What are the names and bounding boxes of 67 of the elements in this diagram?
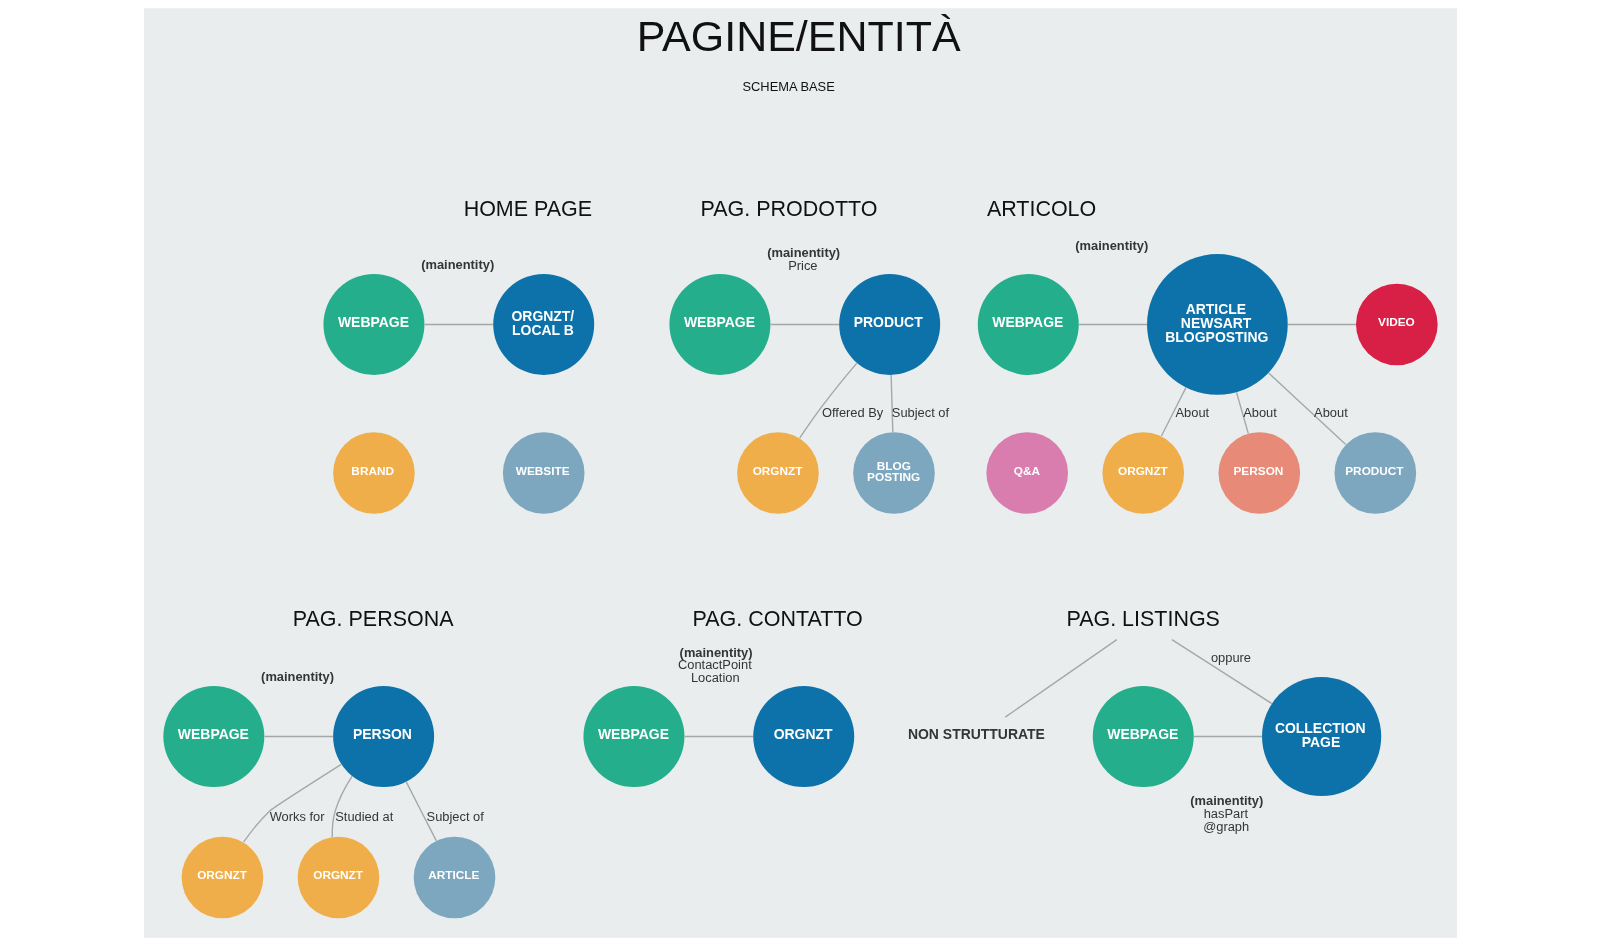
node-label: (mainentity) xyxy=(260,669,334,685)
connector xyxy=(889,374,893,433)
node-label: (mainentity) xyxy=(679,644,753,660)
label: PAG. CONTATTO xyxy=(692,606,863,631)
edge-label: Works for xyxy=(269,809,325,825)
node-circle: ARTICLE xyxy=(413,836,495,919)
node-circle: WEBPAGE xyxy=(582,686,684,787)
node-circle: WEBPAGE xyxy=(977,273,1079,375)
edge-label: Studied at xyxy=(334,809,393,825)
edge-label: About xyxy=(1313,404,1348,420)
node-circle: ORGNZT xyxy=(297,836,379,919)
connector xyxy=(1267,372,1346,445)
node-text: PAG. LISTINGS xyxy=(1065,606,1220,631)
node-circle: Q&A xyxy=(985,432,1068,514)
node-circle: PERSON xyxy=(1217,432,1300,514)
node-circle: PRODUCT xyxy=(1334,432,1416,514)
node-circle: VIDEO xyxy=(1355,283,1438,366)
node-label: @graph xyxy=(1202,818,1249,834)
edge-label: Offered By xyxy=(821,404,883,420)
node-circle: COLLECTION PAGE xyxy=(1261,676,1381,797)
label: PAG. PERSONA xyxy=(292,606,453,631)
node-circle: ORGNZT xyxy=(181,836,263,919)
node-circle: ORGNZT xyxy=(1101,432,1184,514)
node-circle: WEBPAGE xyxy=(162,686,264,787)
connector xyxy=(1004,638,1118,718)
edge-label: About xyxy=(1174,404,1209,420)
node-circle: PERSON xyxy=(332,686,434,787)
connector xyxy=(1160,386,1187,437)
node-text: NON STRUTTURATE xyxy=(907,726,1045,743)
node-label: Location xyxy=(690,670,740,686)
edge-label: Subject of xyxy=(891,404,949,420)
edge-label: oppure xyxy=(1210,649,1251,665)
node-label: (mainentity) xyxy=(1074,237,1148,253)
node-circle: WEBPAGE xyxy=(322,273,424,375)
label: PAG. PRODOTTO xyxy=(700,196,878,221)
node-circle: WEBPAGE xyxy=(668,273,770,375)
node-circle: ORGNZT xyxy=(752,686,854,787)
connector xyxy=(331,775,353,838)
connector xyxy=(405,781,437,842)
connector xyxy=(1286,323,1357,326)
node-circle: ORGNZT/ LOCAL B xyxy=(492,273,594,375)
connector xyxy=(1170,638,1272,705)
label: HOME PAGE xyxy=(463,196,592,221)
diagram-title: PAGINE/ENTITÀ xyxy=(636,12,961,61)
connector xyxy=(1235,391,1249,435)
node-circle: WEBPAGE xyxy=(1092,686,1194,787)
node-circle: BRAND xyxy=(332,432,415,514)
connector xyxy=(1192,735,1263,738)
node-label: (mainentity) xyxy=(766,245,840,261)
node-label: Price xyxy=(787,258,817,274)
node-circle: PRODUCT xyxy=(838,273,940,375)
node-circle: WEBSITE xyxy=(502,432,585,514)
connector xyxy=(769,323,840,326)
label: ARTICOLO xyxy=(986,196,1096,221)
connector xyxy=(263,735,334,738)
node-circle: BLOG POSTING xyxy=(852,432,935,514)
node-circle: ARTICLE NEWSART BLOGPOSTING xyxy=(1146,254,1288,395)
connector xyxy=(423,323,494,326)
edge-label: Subject of xyxy=(426,809,484,825)
connector xyxy=(798,362,857,439)
connector xyxy=(1077,323,1148,326)
connector xyxy=(242,763,342,843)
edge-label: About xyxy=(1242,404,1277,420)
connector xyxy=(683,735,754,738)
node-circle: ORGNZT xyxy=(736,432,819,514)
label: SCHEMA BASE xyxy=(741,79,835,95)
node-label: (mainentity) xyxy=(420,257,494,273)
